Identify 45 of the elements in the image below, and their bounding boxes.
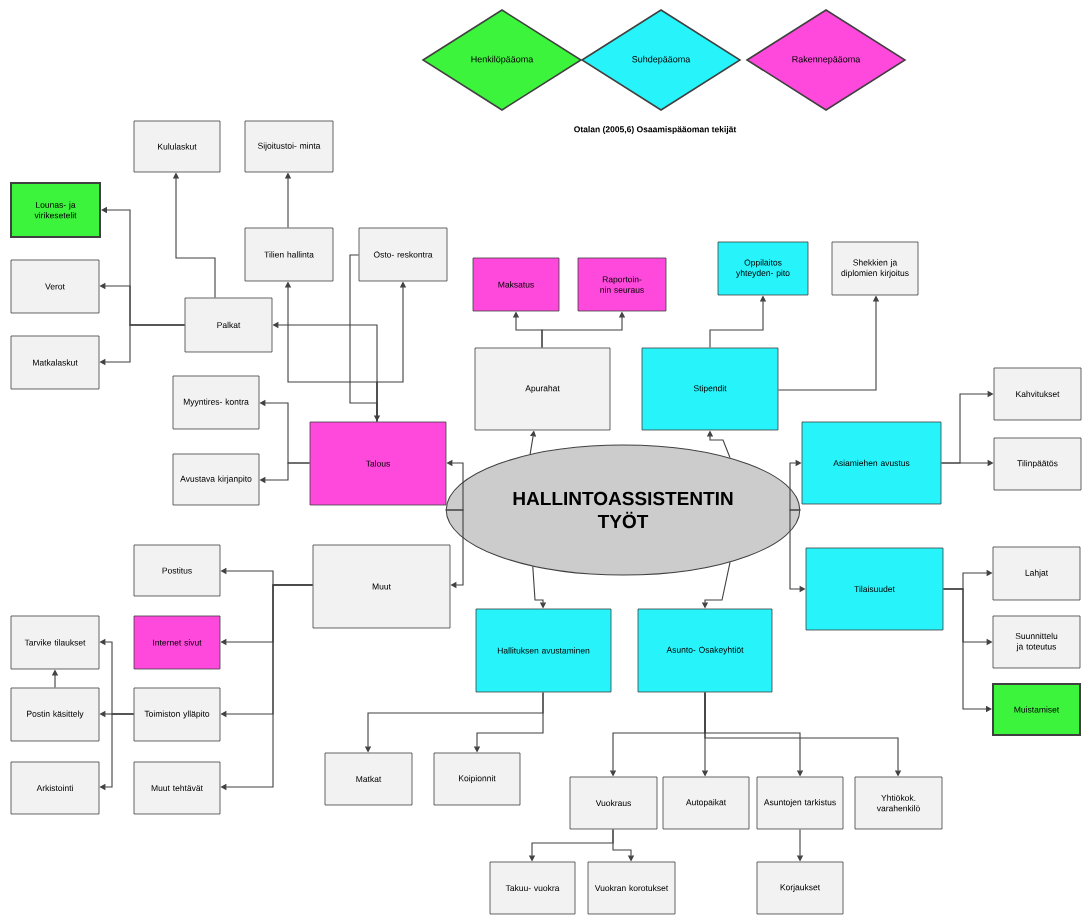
task-box: Matkalaskut: [10, 335, 100, 390]
task-box: Asiamiehen avustus: [801, 421, 942, 505]
task-box: Apurahat: [474, 347, 611, 431]
task-box: Lounas- ja virikesetelit: [10, 182, 101, 238]
task-box: Muut: [312, 544, 451, 629]
task-box: Palkat: [184, 297, 273, 353]
task-box: Shekkien ja diplomien kirjoitus: [831, 241, 919, 296]
task-box: Osto- reskontra: [358, 227, 448, 282]
task-box: Myyntires- kontra: [172, 375, 260, 430]
task-box: Koipionnit: [433, 752, 521, 806]
task-box: Matkat: [324, 752, 413, 806]
task-box: Tilien hallinta: [244, 227, 334, 282]
task-box: Talous: [309, 421, 447, 506]
task-box: Verot: [10, 259, 100, 314]
task-box: Stipendit: [641, 347, 779, 431]
task-box: Korjaukset: [756, 861, 844, 915]
task-box: Avustava kirjanpito: [172, 453, 260, 506]
task-box: Kululaskut: [133, 120, 221, 173]
task-box: Postitus: [133, 544, 221, 597]
task-box: Toimiston ylläpito: [133, 687, 221, 742]
task-box: Sijoitustoi- minta: [244, 120, 334, 173]
task-box: Postin käsittely: [10, 687, 100, 742]
task-box: Arkistointi: [10, 761, 100, 815]
task-box: Takuu- vuokra: [489, 861, 576, 915]
task-box: Vuokraus: [569, 776, 658, 830]
task-box: Muut tehtävät: [133, 761, 221, 815]
task-box: Oppilaitos yhteyden- pito: [717, 241, 809, 296]
task-box: Autopaikat: [662, 776, 750, 830]
task-box: Asuntojen tarkistus: [756, 776, 844, 830]
task-box: Vuokran korotukset: [587, 861, 676, 915]
task-box: Hallituksen avustaminen: [475, 608, 612, 693]
task-box: Suunnittelu ja toteutus: [992, 615, 1081, 669]
task-box: Muistamiset: [992, 683, 1081, 736]
task-box: Maksatus: [472, 257, 560, 312]
task-box: Kahvitukset: [993, 367, 1082, 421]
task-box: Raportoin- nin seuraus: [577, 257, 667, 312]
connector-arrow: [445, 509, 464, 589]
task-box: Asunto- Osakeyhtiöt: [637, 608, 773, 693]
task-box: Tilinpäätös: [993, 437, 1082, 491]
task-box: Lahjat: [992, 546, 1081, 601]
legend-caption: Otalan (2005,6) Osaamispääoman tekijät: [574, 126, 737, 134]
task-box: Tarvike tilaukset: [10, 615, 100, 670]
task-box: Tilaisuudet: [805, 547, 944, 631]
task-box: Internet sivut: [133, 615, 221, 670]
task-box: Yhtiökok. varahenkilö: [854, 776, 943, 830]
